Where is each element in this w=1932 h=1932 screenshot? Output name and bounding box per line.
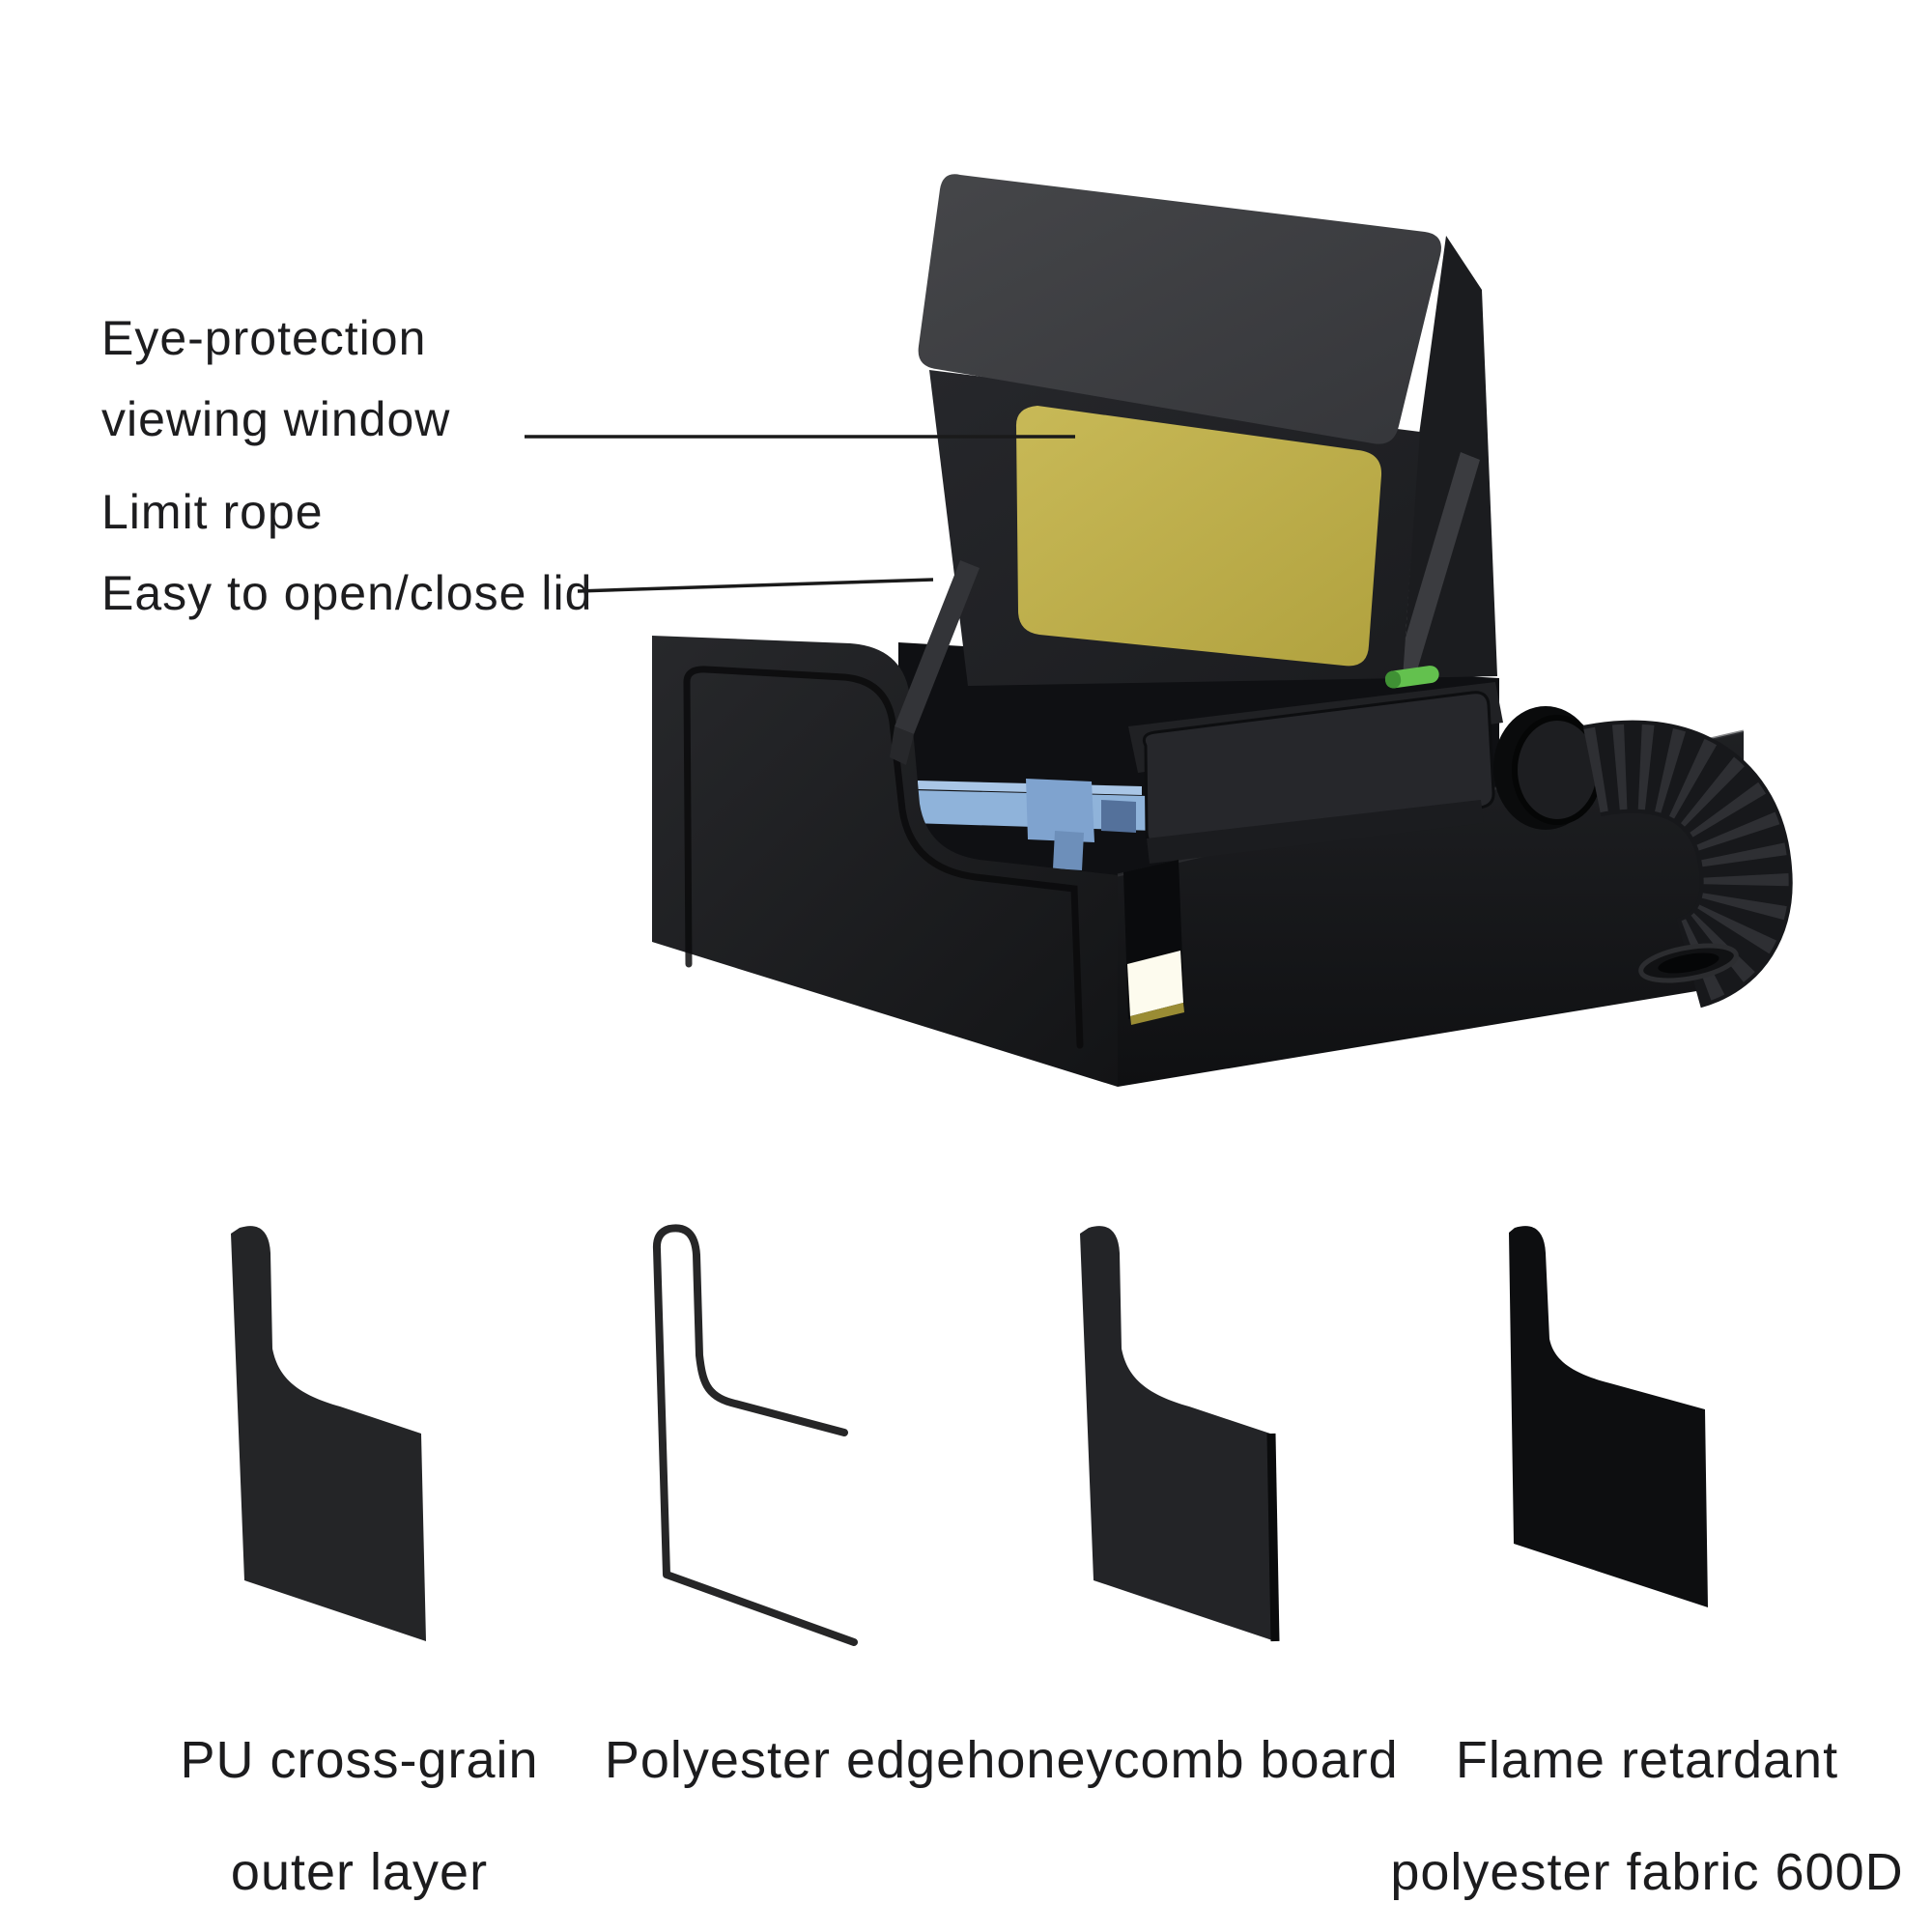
limit-rope-tip: [890, 726, 914, 765]
hose-end-opening: [1658, 952, 1719, 974]
limit-rope-strap: [895, 560, 980, 734]
material-sample-honeycomb-board: [1080, 1226, 1275, 1641]
enclosure-front-wall: [652, 636, 1118, 1087]
latch-handle: [1384, 666, 1439, 689]
annotation-eye-protection-line2: viewing window: [101, 392, 451, 446]
material-sample-flame-retardant: [1509, 1226, 1708, 1607]
material-label-pu-outer-layer: PU cross-grain outer layer: [89, 1704, 630, 1928]
material-label-pu-line2: outer layer: [230, 1843, 489, 1901]
laser-engraver: [911, 779, 1186, 870]
material-label-honeycomb-board: honeycomb board: [912, 1704, 1453, 1816]
material-sample-pu-outer-layer: [231, 1226, 426, 1641]
annotation-limit-rope: Limit rope Easy to open/close lid: [101, 471, 592, 634]
annotation-limit-rope-line2: Easy to open/close lid: [101, 566, 593, 620]
latch-handle-cap: [1384, 670, 1402, 689]
enclosure-right-wall: [1118, 731, 1744, 1087]
laser-engraver-head: [1053, 831, 1084, 870]
material-label-pu-line1: PU cross-grain: [180, 1731, 539, 1789]
material-label-polyester-edge: Polyester edge: [515, 1704, 1056, 1816]
slot-glow-lip: [1130, 1003, 1184, 1025]
slot-glow: [1127, 951, 1183, 1016]
material-label-honeycomb-line1: honeycomb board: [966, 1731, 1399, 1789]
material-sample-polyester-edge: [652, 1224, 858, 1646]
material-label-flame-line2: polyester fabric 600D: [1390, 1843, 1904, 1901]
laser-engraver-module: [1101, 800, 1136, 833]
material-label-flame-retardant: Flame retardant polyester fabric 600D: [1348, 1704, 1932, 1928]
annotation-eye-protection: Eye-protection viewing window: [101, 298, 450, 460]
annotation-eye-protection-line1: Eye-protection: [101, 311, 427, 365]
exhaust-hose-ribs: [1583, 724, 1789, 1005]
material-label-polyester-line1: Polyester edge: [604, 1731, 967, 1789]
hinge-cover-step: [1147, 800, 1484, 864]
annotation-line-limit-rope: [577, 578, 934, 593]
exhaust-hose-end: [1638, 943, 1739, 983]
viewing-window: [1015, 406, 1382, 667]
lid-flap: [918, 174, 1441, 444]
material-label-flame-line1: Flame retardant: [1455, 1731, 1839, 1789]
wall-groove: [683, 666, 1084, 1049]
lid-side-wall: [1403, 236, 1497, 678]
annotation-limit-rope-line1: Limit rope: [101, 485, 324, 539]
material-sample-honeycomb-edge: [1266, 1433, 1280, 1642]
laser-engraver-carriage: [1026, 779, 1094, 842]
limit-rope-right: [1395, 452, 1480, 680]
